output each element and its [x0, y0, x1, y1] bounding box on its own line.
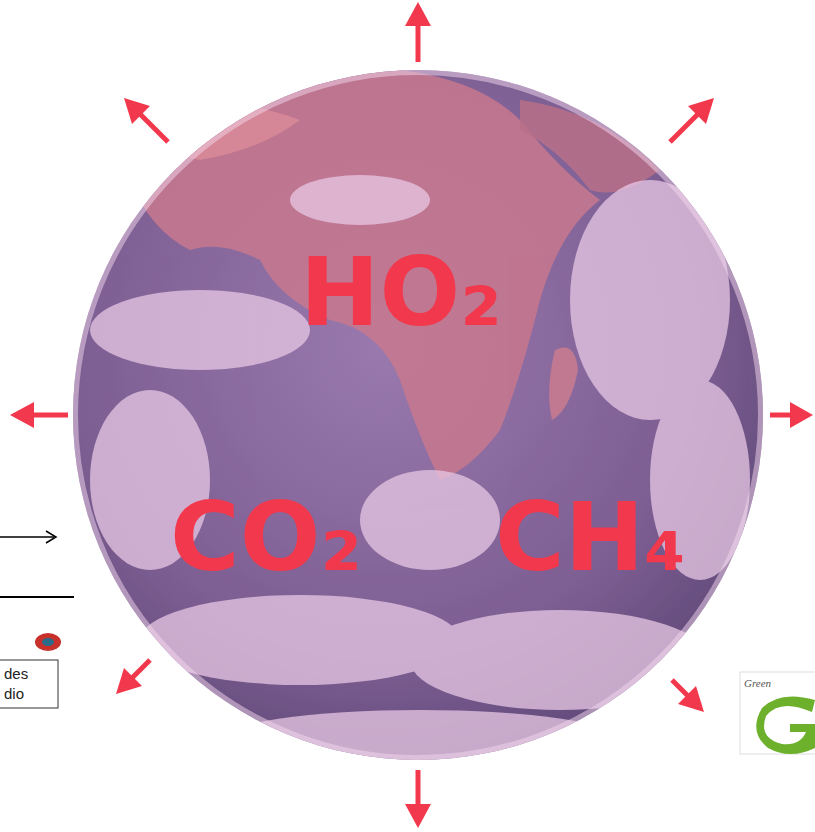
logo-text: dio — [4, 686, 24, 701]
madagascar-land — [549, 348, 578, 421]
gas-formula: CO₂ — [170, 490, 362, 585]
radiating-arrows — [10, 2, 813, 828]
gas-formula: HO₂ — [300, 245, 502, 340]
globe-node: HO₂ CO₂ CH₄ — [73, 70, 763, 760]
gas-formula: CH₄ — [495, 490, 686, 585]
sahara-land — [120, 102, 300, 160]
arabia-land — [520, 100, 660, 193]
green-logo — [740, 672, 815, 754]
logo-wordmark: Green — [744, 678, 771, 689]
cloud-swirls — [90, 175, 750, 770]
earth-surface — [73, 68, 763, 770]
logo-text: des — [4, 666, 28, 681]
left-fragments — [0, 531, 74, 708]
